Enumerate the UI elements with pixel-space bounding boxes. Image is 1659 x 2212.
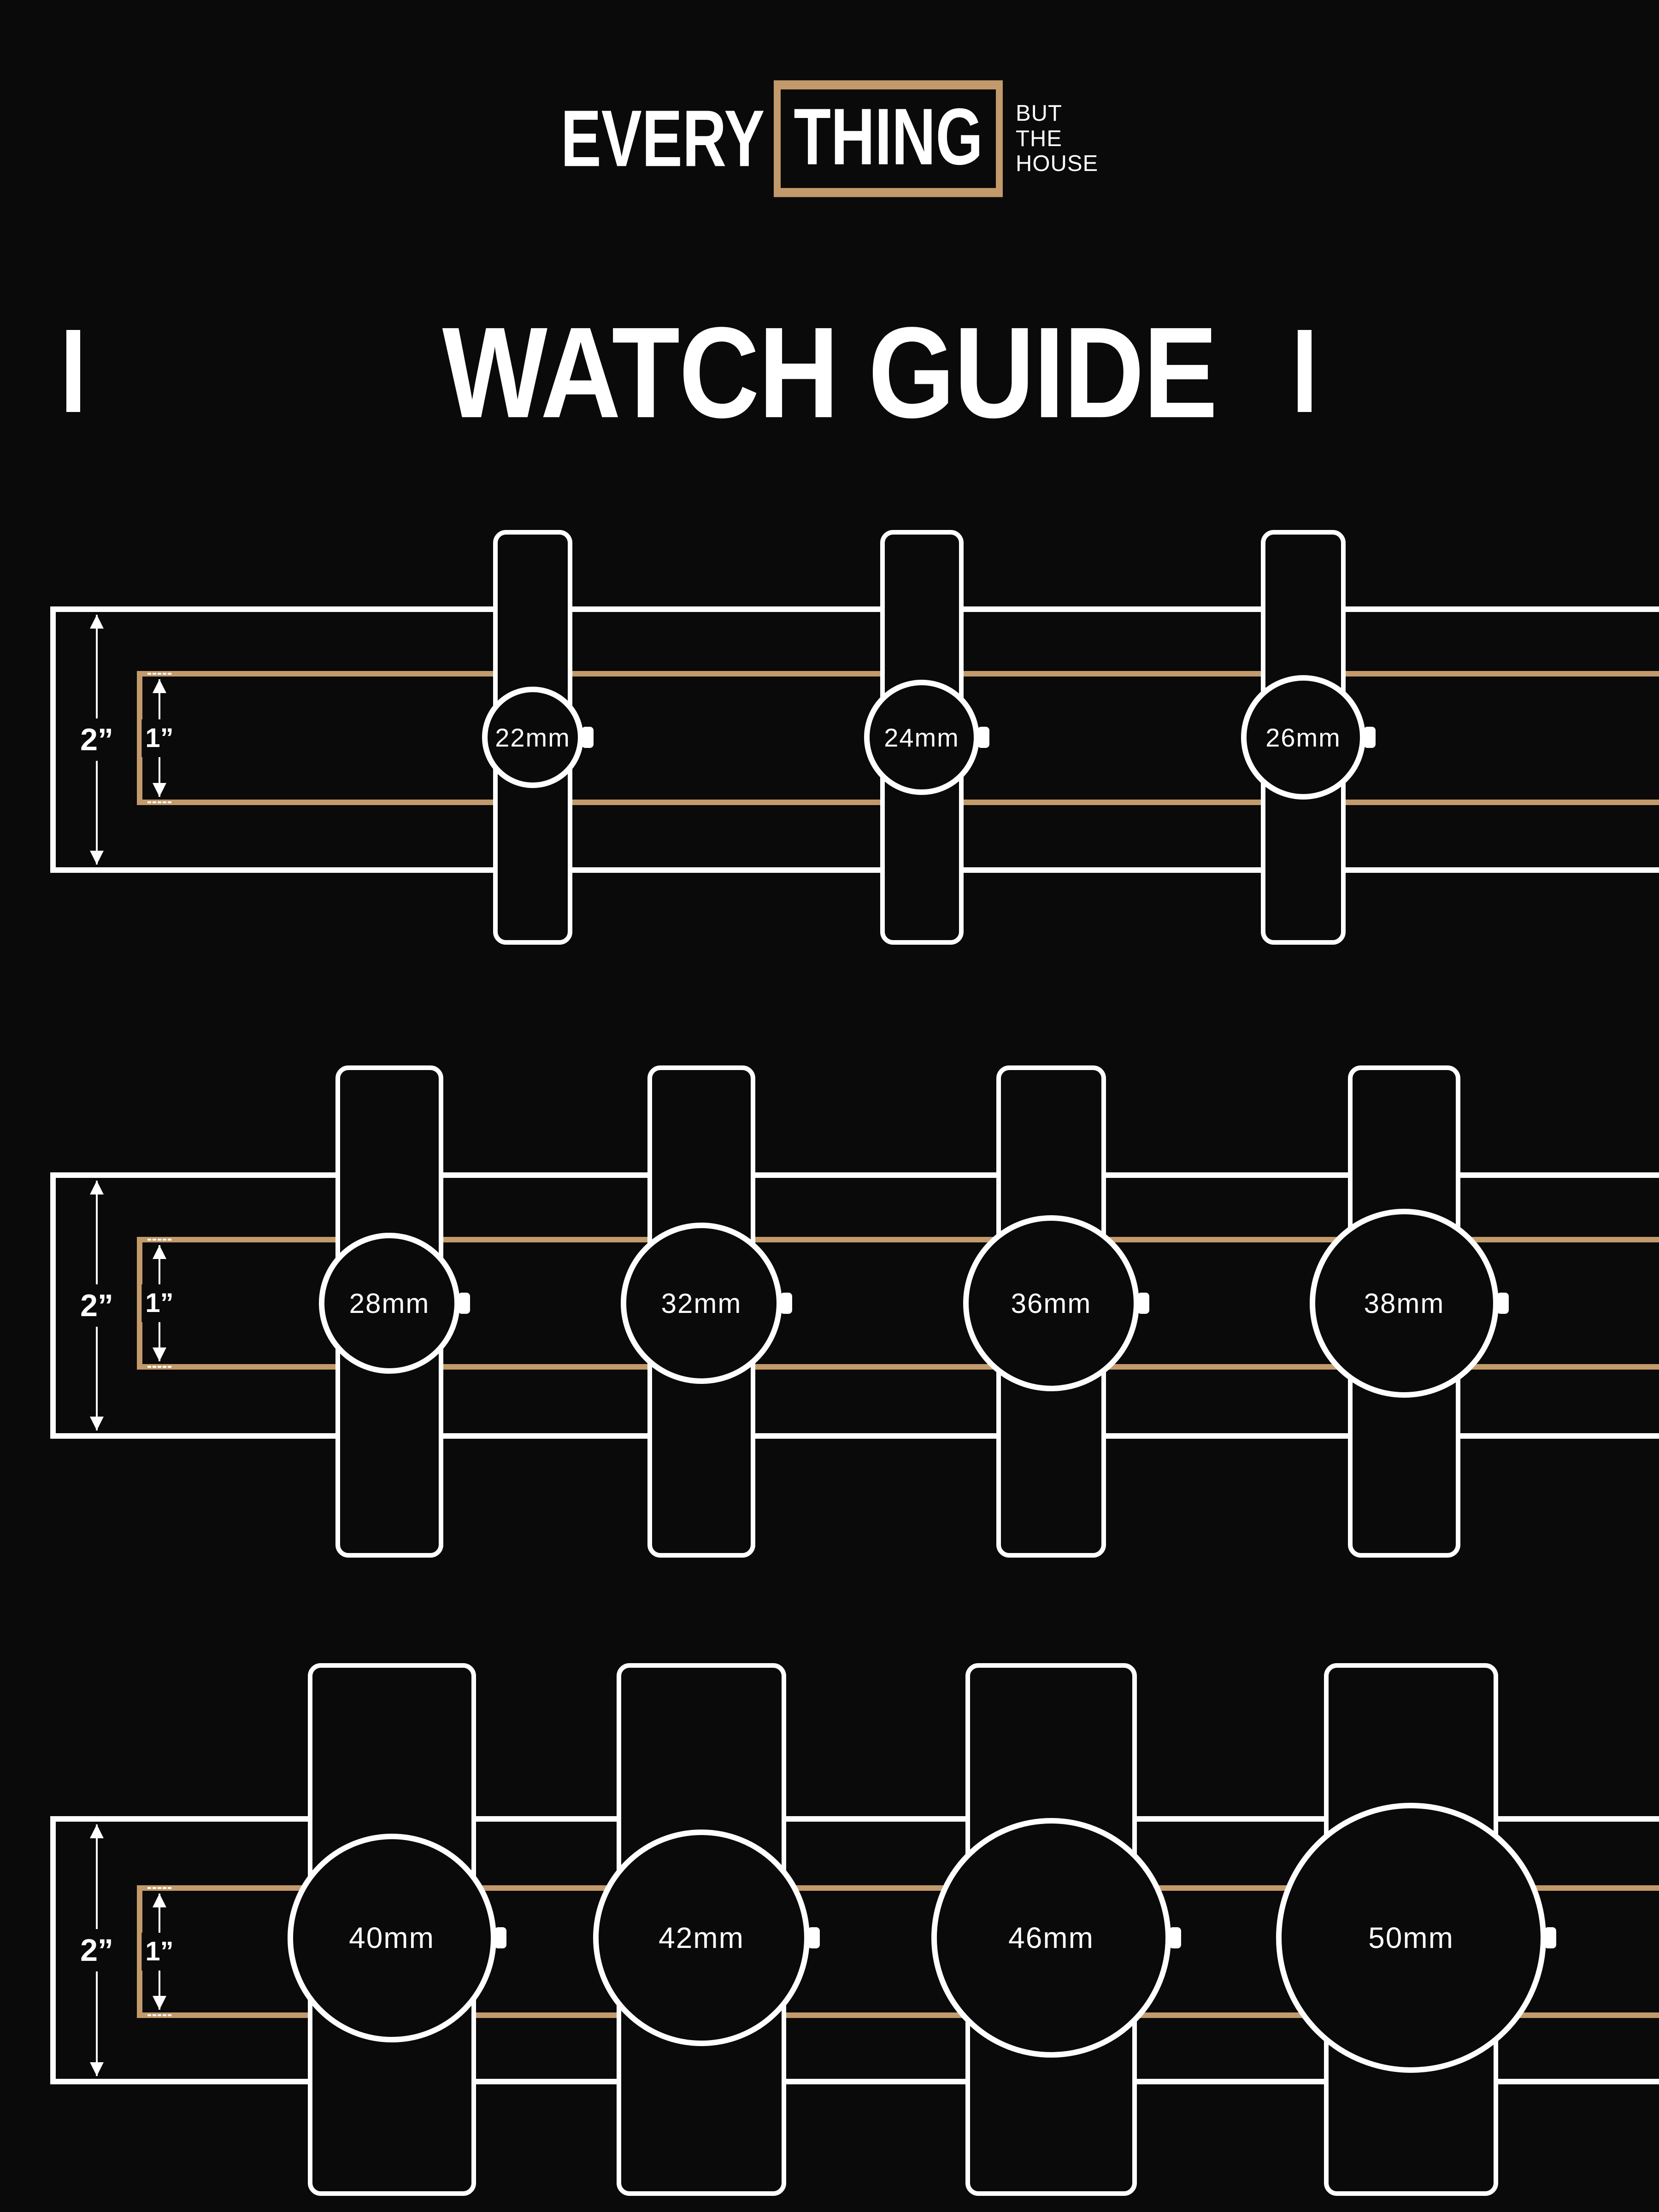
watch-crown-icon bbox=[808, 1927, 820, 1948]
dim-2-inch-cap-top bbox=[85, 1174, 109, 1176]
band-2-inch bbox=[50, 1172, 1659, 1439]
band-1-inch bbox=[137, 1885, 1659, 2018]
watch-case: 36mm bbox=[963, 1215, 1139, 1391]
watch-case: 26mm bbox=[1241, 675, 1365, 800]
dim-1-inch-cap-bottom bbox=[147, 2014, 171, 2016]
title-tick-right bbox=[1298, 330, 1312, 412]
dim-1-inch-arrow-down-icon bbox=[153, 783, 166, 797]
dim-2-inch-arrow-down-icon bbox=[90, 1417, 104, 1430]
dim-2-inch-cap-bottom bbox=[85, 869, 109, 871]
watch-crown-icon bbox=[1497, 1293, 1509, 1314]
watch-size-label: 42mm bbox=[659, 1921, 744, 1954]
dim-1-inch-cap-top bbox=[147, 1887, 171, 1889]
watch-crown-icon bbox=[1169, 1927, 1181, 1948]
watch-crown-icon bbox=[1137, 1293, 1149, 1314]
dim-1-inch-cap-bottom bbox=[147, 1366, 171, 1368]
watch-size-label: 40mm bbox=[349, 1921, 435, 1954]
dim-1-inch-arrow-up-icon bbox=[153, 1894, 166, 1907]
dim-1-inch-cap-top bbox=[147, 673, 171, 675]
watch-case: 46mm bbox=[931, 1818, 1171, 2058]
dim-1-inch-arrow-up-icon bbox=[153, 679, 166, 693]
dim-1-inch-arrow-down-icon bbox=[153, 1996, 166, 2010]
watch-size-label: 24mm bbox=[884, 723, 959, 752]
dim-2-inch-arrow-down-icon bbox=[90, 851, 104, 865]
watch-crown-icon bbox=[977, 727, 989, 748]
watch-crown-icon bbox=[780, 1293, 792, 1314]
logo-tagline-the: THE bbox=[1015, 126, 1062, 151]
logo-tagline-house: HOUSE bbox=[1015, 151, 1099, 176]
watch-case: 50mm bbox=[1276, 1803, 1546, 2073]
band-1-inch bbox=[137, 1237, 1659, 1370]
dim-1-inch-arrow-down-icon bbox=[153, 1347, 166, 1361]
dim-1-inch-arrow-up-icon bbox=[153, 1245, 166, 1259]
dim-1-inch-label: 1” bbox=[141, 1933, 177, 1971]
watch-size-label: 36mm bbox=[1011, 1288, 1092, 1319]
logo-text-every: EVERY bbox=[560, 94, 765, 183]
dim-2-inch-arrow-up-icon bbox=[90, 1824, 104, 1838]
logo-text-thing: THING bbox=[794, 92, 983, 182]
dim-2-inch-label: 2” bbox=[76, 718, 117, 761]
watch-crown-icon bbox=[582, 727, 594, 748]
dim-2-inch-arrow-down-icon bbox=[90, 2062, 104, 2076]
watch-case: 38mm bbox=[1310, 1209, 1499, 1398]
dim-2-inch-cap-top bbox=[85, 1818, 109, 1820]
dim-2-inch-arrow-up-icon bbox=[90, 615, 104, 629]
dim-1-inch-cap-top bbox=[147, 1239, 171, 1241]
watch-case: 40mm bbox=[287, 1833, 496, 2042]
dim-2-inch-label: 2” bbox=[76, 1929, 117, 1971]
dim-2-inch-cap-bottom bbox=[85, 1435, 109, 1437]
watch-case: 32mm bbox=[621, 1223, 782, 1384]
dim-1-inch-label: 1” bbox=[141, 719, 177, 757]
watch-size-label: 38mm bbox=[1364, 1288, 1445, 1319]
dim-2-inch-label: 2” bbox=[76, 1284, 117, 1327]
title-tick-left bbox=[66, 330, 80, 412]
dim-1-inch-cap-bottom bbox=[147, 801, 171, 803]
dim-2-inch-cap-top bbox=[85, 608, 109, 610]
watch-crown-icon bbox=[494, 1927, 506, 1948]
page-title-text: WATCH GUIDE bbox=[442, 300, 1218, 445]
dim-1-inch-label: 1” bbox=[141, 1284, 177, 1322]
watch-size-label: 28mm bbox=[349, 1288, 430, 1319]
watch-size-label: 46mm bbox=[1008, 1921, 1094, 1954]
dim-2-inch-cap-bottom bbox=[85, 2081, 109, 2083]
watch-size-label: 26mm bbox=[1265, 723, 1341, 752]
watch-case: 42mm bbox=[593, 1830, 810, 2046]
watch-crown-icon bbox=[1544, 1927, 1556, 1948]
band-2-inch bbox=[50, 606, 1659, 873]
logo-tagline-but: BUT bbox=[1015, 100, 1062, 126]
watch-crown-icon bbox=[1364, 727, 1376, 748]
dim-2-inch-arrow-up-icon bbox=[90, 1181, 104, 1194]
logo-thing-box: THING bbox=[774, 80, 1003, 197]
page-title: WATCH GUIDE bbox=[0, 308, 1659, 438]
watch-case: 28mm bbox=[319, 1233, 460, 1374]
logo-tagline: BUT THE HOUSE bbox=[1016, 101, 1098, 177]
watch-case: 24mm bbox=[864, 680, 979, 795]
watch-case: 22mm bbox=[482, 687, 583, 788]
watch-size-label: 50mm bbox=[1368, 1921, 1454, 1954]
watch-crown-icon bbox=[458, 1293, 470, 1314]
watch-size-label: 32mm bbox=[661, 1288, 742, 1319]
ebth-logo: EVERY THING BUT THE HOUSE bbox=[0, 80, 1659, 197]
watch-size-label: 22mm bbox=[495, 723, 571, 752]
